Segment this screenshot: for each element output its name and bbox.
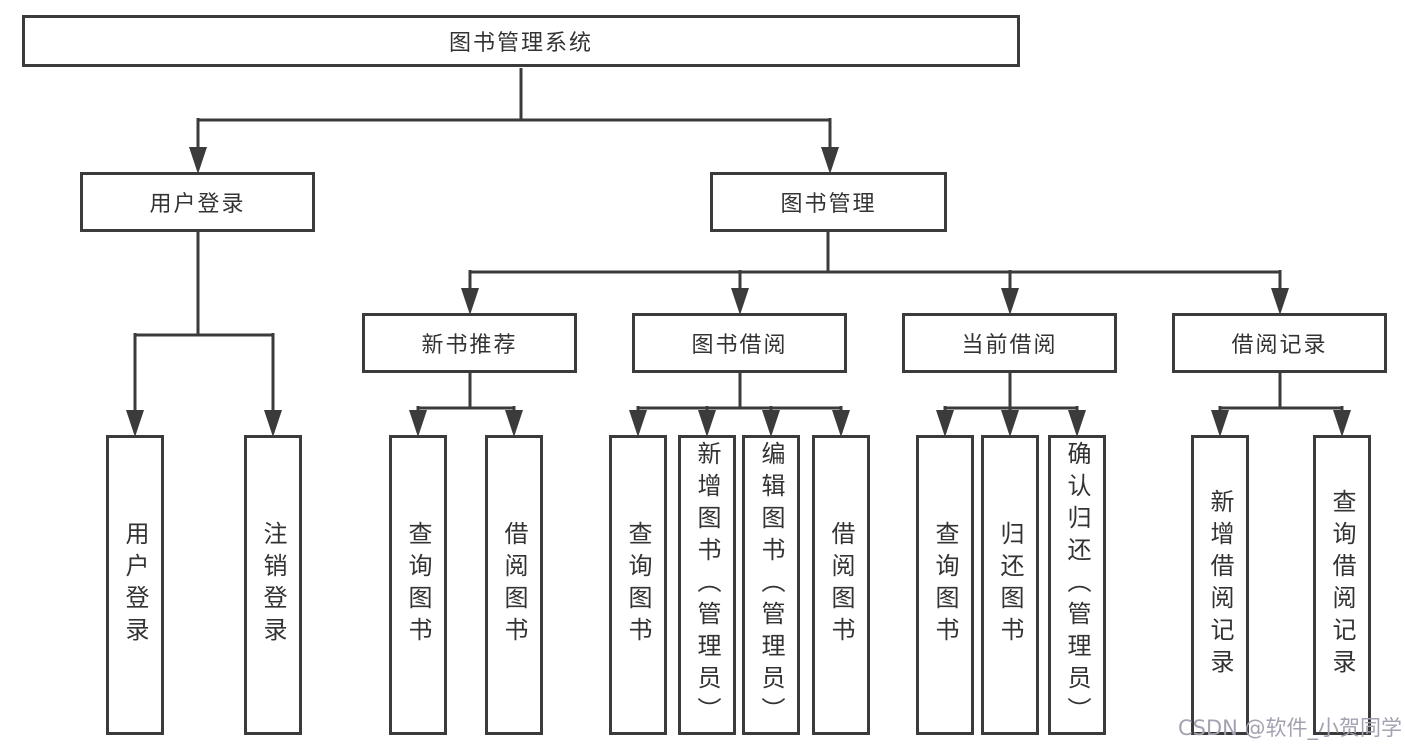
leaf-label: 查询借阅记录 [1328, 489, 1356, 681]
leaf-user-login: 用户登录 [106, 435, 164, 735]
node-book-borrowing: 图书借阅 [632, 313, 847, 373]
leaf-label: 确认归还（管理员） [1063, 441, 1091, 729]
leaf-confirm-return-admin: 确认归还（管理员） [1048, 435, 1106, 735]
node-current-borrowing: 当前借阅 [902, 313, 1117, 373]
node-new-book-recommend: 新书推荐 [362, 313, 577, 373]
node-book-management: 图书管理 [710, 172, 947, 232]
node-label: 当前借阅 [961, 333, 1058, 358]
leaf-add-books-admin: 新增图书（管理员） [678, 435, 736, 735]
leaf-label: 用户登录 [121, 521, 149, 649]
leaf-query-books-recommend: 查询图书 [389, 435, 447, 735]
node-library-system: 图书管理系统 [22, 15, 1020, 67]
node-label: 新书推荐 [421, 333, 518, 358]
node-label: 用户登录 [149, 192, 246, 217]
node-borrowing-records: 借阅记录 [1172, 313, 1387, 373]
leaf-label: 归还图书 [996, 521, 1024, 649]
tree-edges [133, 68, 1344, 433]
leaf-label: 查询图书 [931, 521, 959, 649]
node-label: 图书管理系统 [448, 31, 593, 56]
leaf-edit-books-admin: 编辑图书（管理员） [742, 435, 800, 735]
leaf-label: 注销登录 [259, 521, 287, 649]
leaf-query-books-current: 查询图书 [916, 435, 974, 735]
leaf-label: 新增图书（管理员） [693, 441, 721, 729]
leaf-label: 查询图书 [624, 521, 652, 649]
leaf-borrow-books-recommend: 借阅图书 [485, 435, 543, 735]
node-label: 图书借阅 [691, 333, 788, 358]
node-label: 图书管理 [780, 192, 877, 217]
leaf-label: 借阅图书 [827, 521, 855, 649]
leaf-label: 借阅图书 [500, 521, 528, 649]
csdn-watermark: CSDN @软件_小贺同学 [1178, 716, 1403, 740]
node-user-login: 用户登录 [80, 172, 315, 232]
node-label: 借阅记录 [1231, 333, 1328, 358]
leaf-label: 编辑图书（管理员） [757, 441, 785, 729]
leaf-borrow-books: 借阅图书 [812, 435, 870, 735]
leaf-return-books: 归还图书 [981, 435, 1039, 735]
leaf-label: 查询图书 [404, 521, 432, 649]
leaf-logout: 注销登录 [244, 435, 302, 735]
leaf-query-books-borrowing: 查询图书 [609, 435, 667, 735]
arrowheads [126, 147, 1351, 437]
leaf-add-borrow-record: 新增借阅记录 [1191, 435, 1249, 735]
leaf-query-borrow-record: 查询借阅记录 [1313, 435, 1371, 735]
leaf-label: 新增借阅记录 [1206, 489, 1234, 681]
